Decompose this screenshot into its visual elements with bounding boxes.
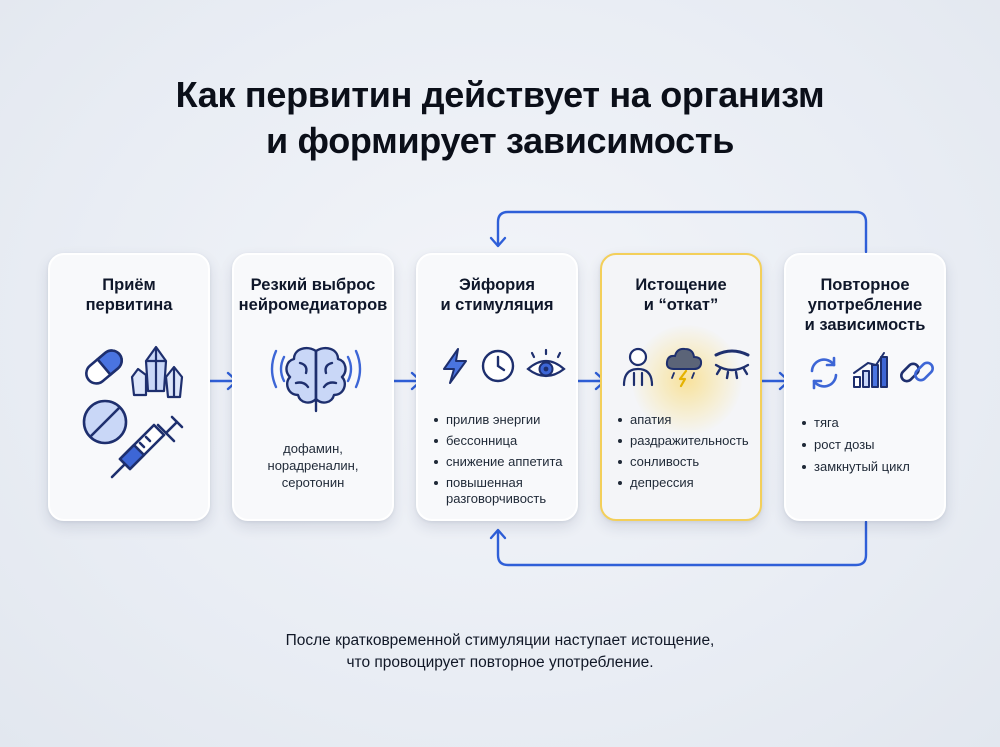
step-title: Резкий выброс нейромедиаторов xyxy=(238,276,388,314)
list-item: снижение аппетита xyxy=(432,454,570,470)
footer-line-2: что провоцирует повторное употребление. xyxy=(346,654,654,671)
syringe-icon xyxy=(110,415,184,479)
step-card-exhaustion: Истощение и “откат” апатия раздражительн… xyxy=(600,253,762,521)
list-item: замкнутый цикл xyxy=(800,459,938,475)
footer-line-1: После кратковременной стимуляции наступа… xyxy=(285,632,715,649)
page-title: Как первитин действует на организм и фор… xyxy=(0,72,1000,164)
list-item: бессонница xyxy=(432,433,570,449)
title-line-2: и формирует зависимость xyxy=(265,120,735,161)
dependence-list: тяга рост дозы замкнутый цикл xyxy=(800,415,938,480)
eye-icon xyxy=(526,348,566,378)
footer-caption: После кратковременной стимуляции наступа… xyxy=(0,630,1000,674)
list-item: повышенная разговорчивость xyxy=(432,475,570,507)
list-item: сонливость xyxy=(616,454,754,470)
lightning-icon xyxy=(443,348,467,384)
clock-icon xyxy=(481,349,515,383)
crystals-icon xyxy=(130,345,184,399)
step-title: Приём первитина xyxy=(85,276,173,314)
neurotransmitters-list: дофамин, норадреналин, серотонин xyxy=(267,441,359,490)
top-loop-arrow xyxy=(496,210,868,254)
glow-highlight xyxy=(632,325,742,435)
list-item: раздражительность xyxy=(616,433,754,449)
list-item: прилив энергии xyxy=(432,412,570,428)
list-item: рост дозы xyxy=(800,437,938,453)
step-title: Истощение и “откат” xyxy=(635,276,727,314)
step-card-dependence: Повторное употребление и зависимость тяг… xyxy=(784,253,946,521)
step-title: Повторное употребление и зависимость xyxy=(804,276,926,334)
person-icon xyxy=(622,347,654,387)
title-line-1: Как первитин действует на организм xyxy=(175,74,825,115)
bottom-loop-arrow xyxy=(496,520,868,567)
brain-icon xyxy=(270,347,362,413)
storm-cloud-icon xyxy=(665,347,703,388)
list-item: депрессия xyxy=(616,475,754,491)
chain-link-icon xyxy=(900,361,934,383)
step-title: Эйфория и стимуляция xyxy=(440,276,554,314)
capsule-icon xyxy=(85,349,123,385)
tablet-icon xyxy=(82,399,128,445)
closed-eye-icon xyxy=(714,349,750,380)
list-item: тяга xyxy=(800,415,938,431)
cycle-icon xyxy=(810,356,838,390)
step-card-neurotransmitters: Резкий выброс нейромедиаторов дофамин, н… xyxy=(232,253,394,521)
list-item: апатия xyxy=(616,412,754,428)
step-card-intake: Приём первитина xyxy=(48,253,210,521)
effects-list: прилив энергии бессонница снижение аппет… xyxy=(432,412,570,512)
growth-chart-icon xyxy=(853,352,888,388)
symptoms-list: апатия раздражительность сонливость депр… xyxy=(616,412,754,496)
step-card-euphoria: Эйфория и стимуляция прилив энергии бесс… xyxy=(416,253,578,521)
